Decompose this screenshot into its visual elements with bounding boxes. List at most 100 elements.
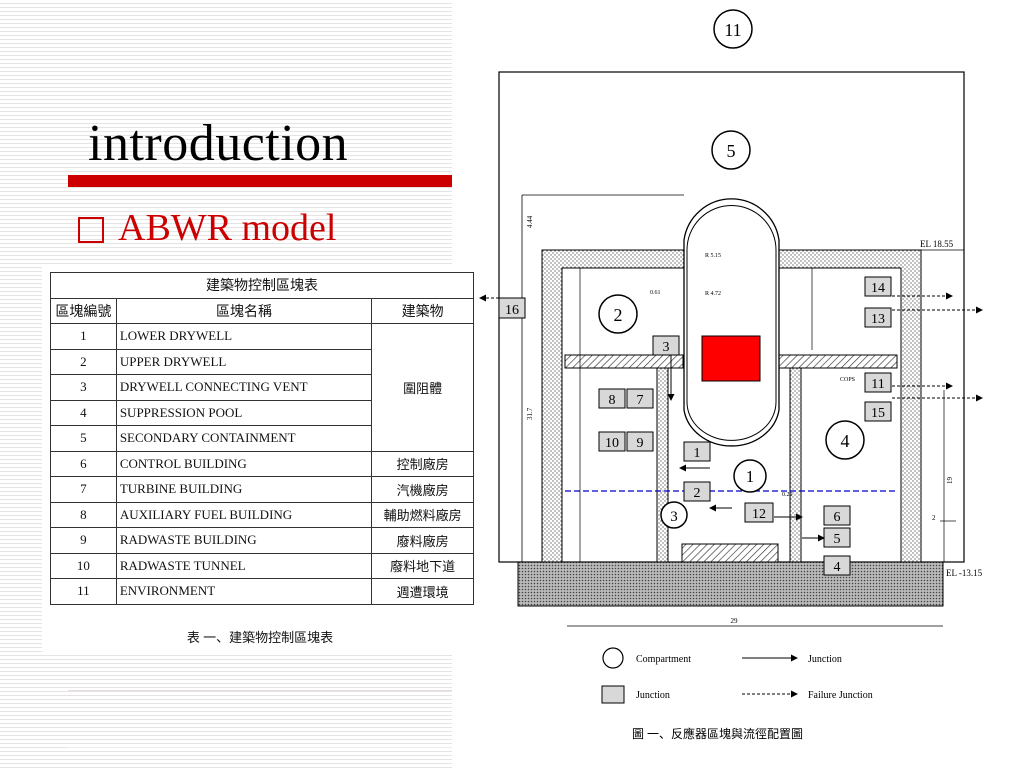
dimension-label: 0.25 — [782, 492, 793, 498]
svg-text:16: 16 — [505, 303, 519, 318]
compartment-circle-icon — [598, 294, 638, 334]
compartment-label: 2 — [614, 305, 623, 325]
junction-5: 5 — [823, 527, 851, 548]
slide-title: introduction — [88, 115, 349, 172]
svg-text:1: 1 — [694, 446, 701, 461]
svg-text:10: 10 — [605, 436, 619, 451]
compartment-label: 1 — [746, 467, 755, 486]
cell-building: 廢料地下道 — [371, 552, 474, 579]
junction-14: 14 — [864, 276, 892, 297]
compartment-2: 2 — [598, 294, 638, 334]
cell-number: 11 — [50, 578, 117, 605]
junction-box-icon — [864, 401, 892, 422]
compartment-circle-icon — [660, 501, 688, 529]
svg-text:2: 2 — [694, 486, 701, 501]
elevation-bottom-label: EL -13.15 — [946, 568, 983, 578]
compartment-11: 11 — [713, 9, 753, 49]
junction-box-icon — [598, 388, 626, 409]
cell-number: 9 — [50, 527, 117, 554]
compartment-circle-icon — [825, 420, 865, 460]
column-header-building: 建築物 — [371, 297, 474, 324]
junction-16: 16 — [498, 297, 526, 319]
junction-box-icon — [864, 276, 892, 297]
drywell-slab-left — [564, 354, 684, 369]
cell-name: UPPER DRYWELL — [115, 348, 373, 375]
cell-building: 汽機廠房 — [371, 476, 474, 503]
legend: Compartment Junction Junction Failure Ju… — [601, 647, 873, 704]
junction-13: 13 — [864, 307, 892, 328]
svg-text:5: 5 — [834, 532, 841, 547]
dimension-label: 31.7 — [526, 407, 534, 420]
cell-building: 控制廠房 — [371, 450, 474, 477]
compartment-label: 11 — [724, 20, 741, 40]
compartment-3: 3 — [660, 501, 688, 529]
column-header-name: 區塊名稱 — [115, 297, 373, 324]
junction-10: 10 — [598, 431, 626, 452]
reactor-core — [701, 335, 761, 382]
cell-number: 1 — [50, 323, 117, 350]
compartment-label: 5 — [727, 141, 736, 161]
footer-divider-lines — [68, 690, 452, 760]
svg-text:11: 11 — [871, 377, 884, 392]
junction-11: 11 — [864, 372, 892, 393]
svg-text:15: 15 — [871, 406, 885, 421]
compartment-5: 5 — [711, 130, 751, 170]
junction-7: 7 — [626, 388, 654, 409]
diagram-caption: 圖 一、反應器區塊與流徑配置圖 — [632, 726, 803, 741]
table-row: 3 DRYWELL CONNECTING VENT — [50, 374, 474, 401]
junction-12: 12 — [744, 502, 774, 523]
junction-box-icon — [823, 555, 851, 576]
junction-box-icon — [626, 431, 654, 452]
junction-15: 15 — [864, 401, 892, 422]
svg-text:13: 13 — [871, 312, 885, 327]
svg-text:12: 12 — [752, 507, 766, 522]
junction-box-icon — [626, 388, 654, 409]
cell-name: CONTROL BUILDING — [115, 450, 373, 477]
cell-name: DRYWELL CONNECTING VENT — [115, 374, 373, 401]
table-row: 2 UPPER DRYWELL — [50, 348, 474, 375]
table-row: 1 LOWER DRYWELL 圍阻體 — [50, 323, 474, 452]
svg-text:7: 7 — [637, 393, 644, 408]
bullet-text: ABWR model — [118, 207, 337, 249]
junction-4: 4 — [823, 555, 851, 576]
legend-junction-icon — [601, 685, 625, 704]
column-header-number: 區塊編號 — [50, 297, 117, 324]
lower-drywell-floor — [681, 543, 779, 563]
dimension-label: 29 — [731, 617, 739, 625]
basemat-ground — [517, 561, 944, 607]
junction-2: 2 — [683, 481, 711, 502]
cell-name: LOWER DRYWELL — [115, 323, 373, 350]
cell-name: TURBINE BUILDING — [115, 476, 373, 503]
junction-box-icon — [744, 502, 774, 523]
pedestal-wall-right — [789, 367, 802, 563]
table-row: 5 SECONDARY CONTAINMENT — [50, 425, 474, 452]
cell-number: 4 — [50, 399, 117, 426]
cell-number: 6 — [50, 450, 117, 477]
cell-building: 廢料廠房 — [371, 527, 474, 554]
dimension-label: 4.44 — [526, 215, 534, 228]
junction-9: 9 — [626, 431, 654, 452]
legend-compartment-label: Compartment — [636, 654, 691, 665]
cops-label: COPS — [840, 377, 855, 383]
cell-number: 10 — [50, 552, 117, 579]
pedestal-wall-left — [656, 367, 669, 563]
compartment-label: 3 — [670, 509, 678, 525]
zone-table-panel: 建築物控制區塊表 區塊編號 區塊名稱 建築物 1 LOWER DRYWELL 圍… — [42, 265, 478, 653]
cell-name: RADWASTE BUILDING — [115, 527, 373, 554]
title-underline-bar — [68, 175, 452, 187]
compartment-circle-icon — [711, 130, 751, 170]
junction-8: 8 — [598, 388, 626, 409]
reactor-zone-diagram: 11 5 4.44 31.7 19 29 2 R 5.15 R 4.72 0.6… — [479, 9, 983, 741]
hollow-square-bullet-icon — [78, 217, 104, 243]
junction-6: 6 — [823, 505, 851, 526]
junction-box-icon — [864, 307, 892, 328]
junction-box-icon — [498, 297, 526, 319]
cell-name: ENVIRONMENT — [115, 578, 373, 605]
legend-compartment-icon — [602, 647, 624, 669]
svg-text:3: 3 — [663, 340, 670, 355]
table-row: 10 RADWASTE TUNNEL 廢料地下道 — [50, 552, 474, 579]
svg-text:4: 4 — [834, 560, 841, 575]
dimension-label: 19 — [946, 477, 954, 485]
compartment-1: 1 — [733, 459, 767, 493]
junction-1: 1 — [683, 441, 711, 462]
